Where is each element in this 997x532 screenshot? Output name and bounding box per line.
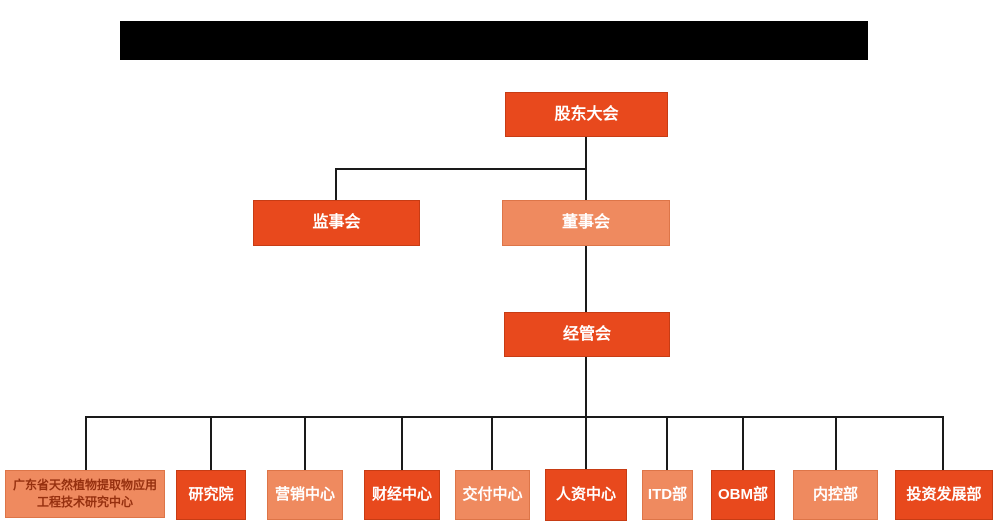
node-obm-department: OBM部 [711, 470, 775, 520]
node-supervisory-board: 监事会 [253, 200, 420, 246]
node-marketing-center: 营销中心 [267, 470, 343, 520]
connector-drop-itd [666, 416, 668, 470]
redacted-title-bar [120, 21, 868, 60]
node-delivery-center: 交付中心 [455, 470, 530, 520]
node-internal-control: 内控部 [793, 470, 878, 520]
connector-drop-internal-control [835, 416, 837, 470]
connector-supervisory-drop [335, 168, 337, 200]
connector-directors-management [585, 246, 587, 312]
connector-drop-finance [401, 416, 403, 470]
connector-drop-research-center [85, 416, 87, 470]
connector-drop-delivery [491, 416, 493, 470]
connector-drop-investment [942, 416, 944, 470]
node-management-committee: 经管会 [504, 312, 670, 357]
connector-drop-marketing [304, 416, 306, 470]
node-investment-development: 投资发展部 [895, 470, 993, 520]
node-board-of-directors: 董事会 [502, 200, 670, 246]
connector-level4-trunk [85, 416, 944, 418]
node-hr-center: 人资中心 [545, 469, 627, 521]
connector-drop-obm [742, 416, 744, 470]
connector-management-down [585, 357, 587, 470]
node-shareholders-meeting: 股东大会 [505, 92, 668, 137]
node-finance-center: 财经中心 [364, 470, 440, 520]
node-itd-department: ITD部 [642, 470, 693, 520]
node-research-center: 广东省天然植物提取物应用工程技术研究中心 [5, 470, 165, 518]
connector-drop-research-institute [210, 416, 212, 470]
connector-level2-branch [335, 168, 587, 170]
node-research-institute: 研究院 [176, 470, 246, 520]
